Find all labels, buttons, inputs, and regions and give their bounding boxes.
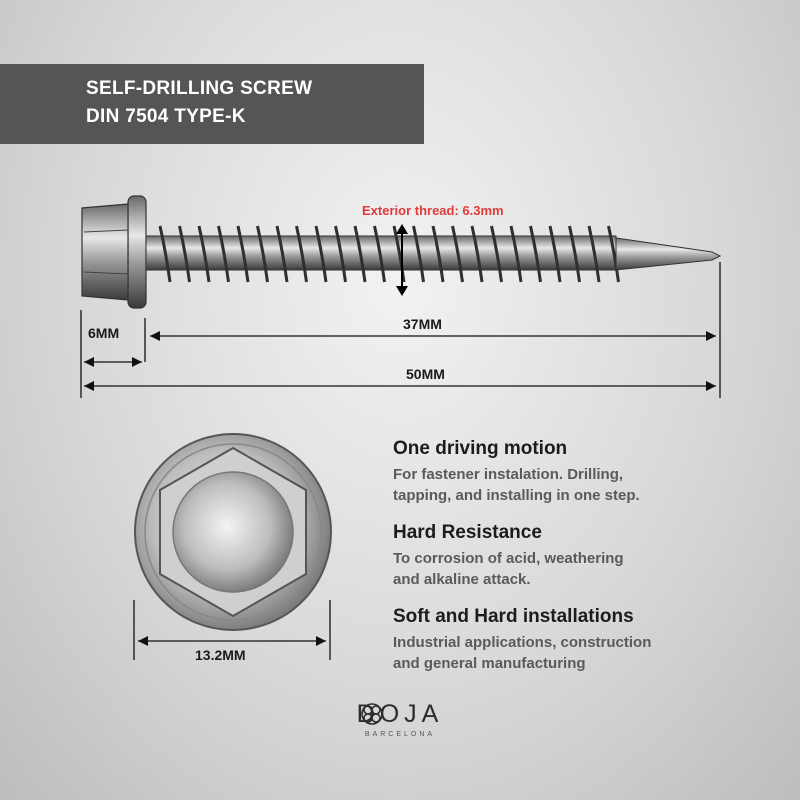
exterior-thread-label: Exterior thread: 6.3mm xyxy=(362,203,504,218)
feature-description-line: For fastener instalation. Drilling, xyxy=(393,466,624,483)
feature-description-line: tapping, and installing in one step. xyxy=(393,487,640,504)
screw-hex-head xyxy=(81,203,129,301)
brand-logo: DOJA BARCELONA xyxy=(337,700,463,738)
brand-name: DOJA xyxy=(356,700,444,728)
dimension-arrowheads xyxy=(84,331,716,391)
feature-description: To corrosion of acid, weathering and alk… xyxy=(393,548,783,590)
thread-diameter-arrow xyxy=(396,224,408,296)
screw-side-view xyxy=(81,195,722,309)
screw-head-top-view xyxy=(134,433,332,631)
feature-description: Industrial applications, construction an… xyxy=(393,632,783,674)
head-diameter-dimension xyxy=(133,600,331,660)
feature-item: Soft and Hard installations Industrial a… xyxy=(393,606,783,674)
brand-tagline: BARCELONA xyxy=(364,731,436,738)
product-title: SELF-DRILLING SCREW xyxy=(86,78,313,99)
feature-description-line: and alkaline attack. xyxy=(393,571,531,588)
feature-item: Hard Resistance To corrosion of acid, we… xyxy=(393,522,783,590)
feature-list: One driving motion For fastener instalat… xyxy=(393,438,783,690)
feature-description-line: Industrial applications, construction xyxy=(393,634,652,651)
feature-title: Hard Resistance xyxy=(393,522,542,543)
brand-logo-mark xyxy=(361,703,383,725)
drill-tip xyxy=(615,237,722,271)
feature-title: Soft and Hard installations xyxy=(393,606,634,627)
head-width-label: 6MM xyxy=(88,325,120,341)
screw-flange xyxy=(127,195,147,309)
feature-title: One driving motion xyxy=(393,438,568,459)
product-standard: DIN 7504 TYPE-K xyxy=(86,106,246,127)
total-length-label: 50MM xyxy=(406,366,445,382)
feature-item: One driving motion For fastener instalat… xyxy=(393,438,783,506)
screw-threads xyxy=(158,225,620,283)
title-banner: SELF-DRILLING SCREW DIN 7504 TYPE-K xyxy=(0,64,424,144)
feature-description-line: To corrosion of acid, weathering xyxy=(393,550,624,567)
dimension-lines xyxy=(80,262,721,398)
head-diameter-label: 13.2MM xyxy=(195,647,246,663)
feature-description-line: and general manufacturing xyxy=(393,655,586,672)
feature-description: For fastener instalation. Drilling, tapp… xyxy=(393,464,783,506)
thread-length-label: 37MM xyxy=(403,316,442,332)
